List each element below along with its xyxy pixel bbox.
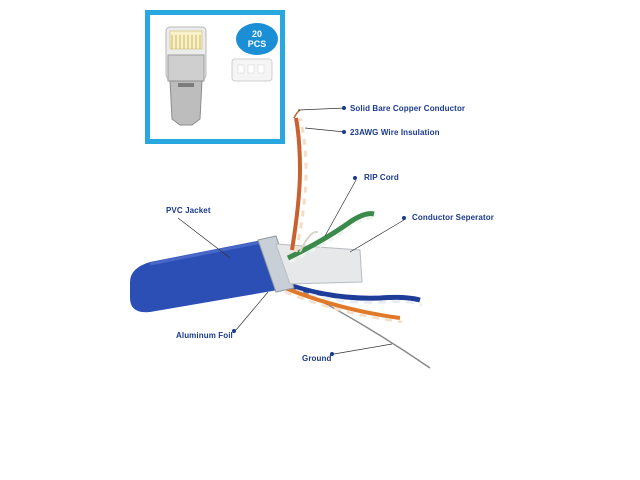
ground-wire [289,284,431,369]
foil-shield [257,235,295,293]
separator-body [275,243,363,285]
label-copper-conductor: Solid Bare Copper Conductor [350,104,466,113]
copper-dot [342,106,346,110]
label-pvc-jacket: PVC Jacket [166,206,211,215]
separator-dot [402,216,406,220]
pvc-jacket [130,240,278,313]
label-conductor-separator: Conductor Seperator [412,213,494,222]
ground-dot [330,352,334,356]
badge-unit: PCS [247,39,267,49]
orange-pair [284,286,401,320]
foil-dot [232,329,236,333]
product-inset: 20 PCS [145,10,285,144]
copper-pair [290,117,303,251]
insulation-dot [342,130,346,134]
green-pair [286,211,375,261]
label-aluminum-foil: Aluminum Foil [176,331,233,340]
rip-cord-dot [353,176,357,180]
label-wire-insulation: 23AWG Wire Insulation [350,128,440,137]
rip-cord [299,230,319,253]
badge-count: 20 [251,29,262,39]
quantity-badge: 20 PCS [236,23,278,55]
rj45-connector-image [165,26,273,126]
label-ground: Ground [302,354,332,363]
blue-pair [279,279,421,303]
label-rip-cord: RIP Cord [364,173,399,182]
